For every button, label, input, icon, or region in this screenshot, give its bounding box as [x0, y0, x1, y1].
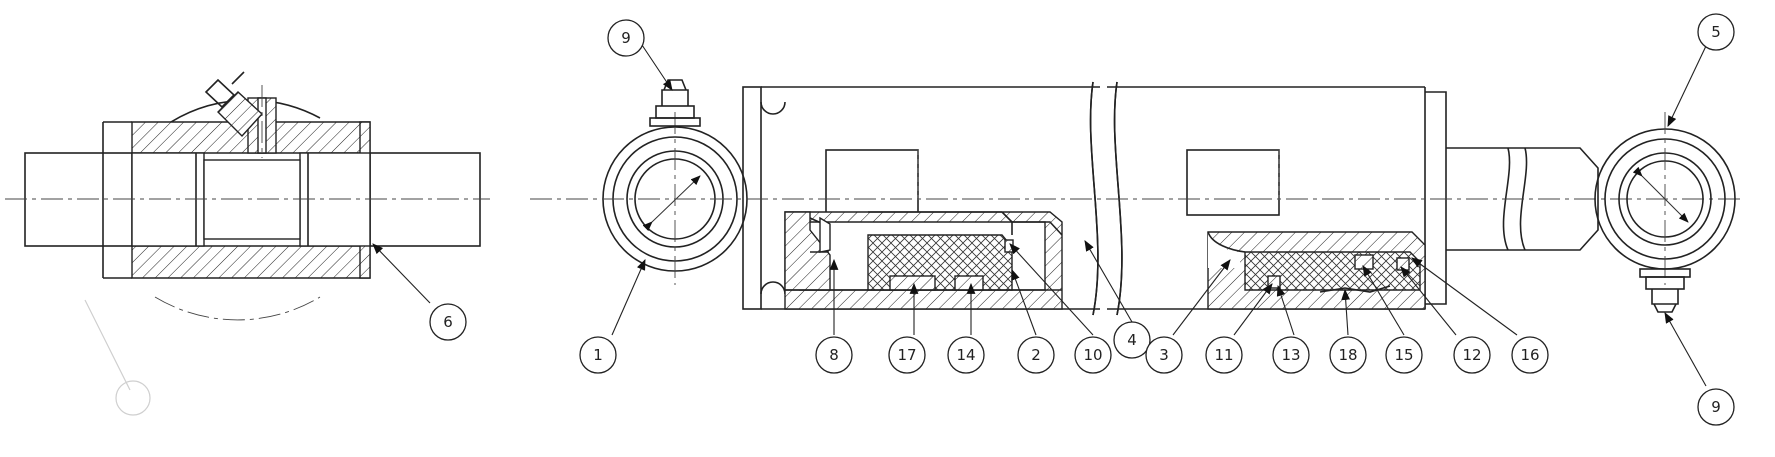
cap-end-section	[784, 211, 1063, 310]
callout-11: 11	[1205, 336, 1243, 374]
callout-10: 10	[1074, 336, 1112, 374]
head-gland-section	[1207, 231, 1426, 310]
callout-3: 3	[1145, 336, 1183, 374]
svg-text:13: 13	[1281, 346, 1300, 364]
callout-6: 6	[429, 303, 467, 341]
svg-text:17: 17	[897, 346, 916, 364]
rod-end-eye-right	[1594, 112, 1736, 313]
callout-14: 14	[947, 336, 985, 374]
svg-text:18: 18	[1338, 346, 1357, 364]
svg-text:8: 8	[829, 346, 839, 364]
svg-text:10: 10	[1083, 346, 1102, 364]
callout-9-bottom: 9	[1697, 388, 1735, 426]
svg-text:5: 5	[1711, 23, 1721, 41]
svg-text:15: 15	[1394, 346, 1413, 364]
svg-text:1: 1	[593, 346, 603, 364]
callout-15: 15	[1385, 336, 1423, 374]
callout-12: 12	[1453, 336, 1491, 374]
callout-16: 16	[1511, 336, 1549, 374]
svg-text:16: 16	[1520, 346, 1539, 364]
rod-end-eye-left	[602, 79, 748, 285]
port-fitting-detail	[5, 71, 490, 416]
callout-leaders	[372, 44, 1707, 387]
callout-17: 17	[888, 336, 926, 374]
svg-text:4: 4	[1127, 331, 1137, 349]
svg-text:14: 14	[956, 346, 975, 364]
callout-1: 1	[579, 336, 617, 374]
svg-text:9: 9	[1711, 398, 1721, 416]
svg-text:12: 12	[1462, 346, 1481, 364]
svg-text:3: 3	[1159, 346, 1169, 364]
callout-13: 13	[1272, 336, 1310, 374]
svg-text:2: 2	[1031, 346, 1041, 364]
svg-text:11: 11	[1214, 346, 1233, 364]
callout-2: 2	[1017, 336, 1055, 374]
callout-5: 5	[1697, 13, 1735, 51]
callout-4: 4	[1113, 321, 1151, 359]
svg-text:9: 9	[621, 29, 631, 47]
callout-18: 18	[1329, 336, 1367, 374]
callout-9-top: 9	[607, 19, 645, 57]
piston-rod	[530, 147, 1740, 251]
svg-text:6: 6	[443, 313, 453, 331]
callout-8: 8	[815, 336, 853, 374]
